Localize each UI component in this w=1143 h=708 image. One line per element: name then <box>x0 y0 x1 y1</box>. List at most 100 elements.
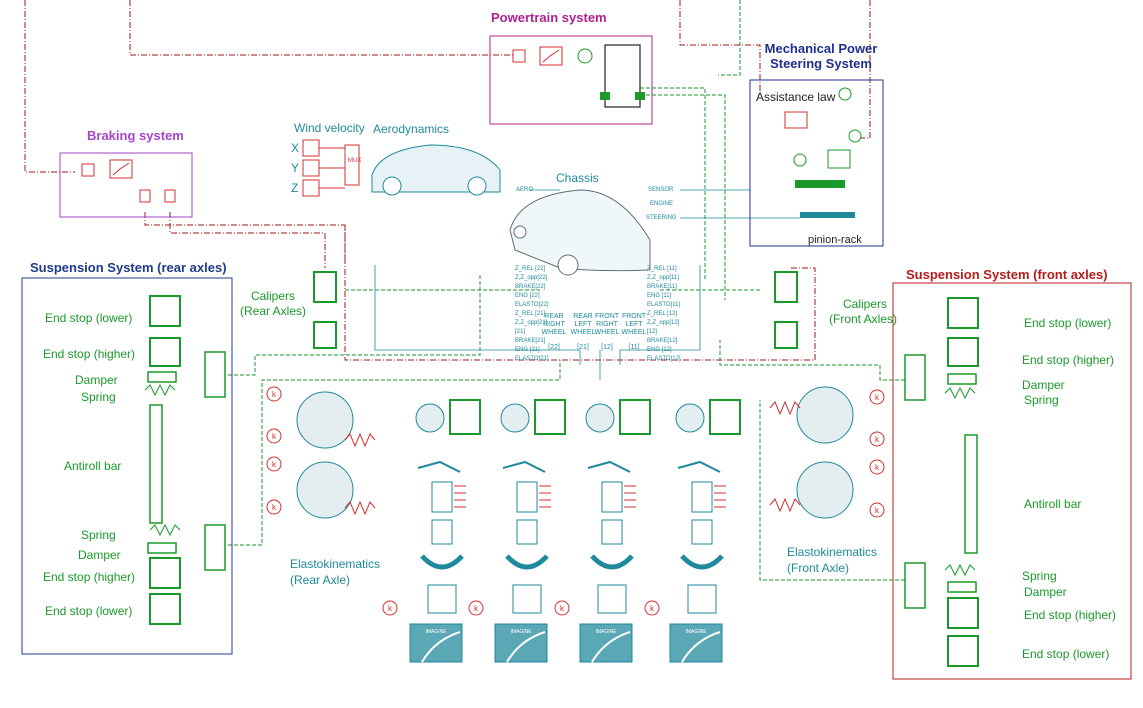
wheel-road-contact[interactable] <box>597 584 627 614</box>
elasto-rear-lower[interactable] <box>296 461 354 519</box>
k-gain-circle-4[interactable] <box>869 389 885 405</box>
wind-z-source[interactable] <box>302 179 320 197</box>
port-left-8[interactable]: BRAKE[21] <box>515 338 546 344</box>
port-left-10[interactable]: ELASTO[21] <box>515 356 549 362</box>
front-endstop-higher-bottom[interactable] <box>947 597 979 629</box>
wheel-column-2[interactable]: IMAGINE <box>579 399 651 663</box>
port-right-5[interactable]: Z_REL [12] <box>647 311 678 317</box>
caliper-rear-1[interactable] <box>313 271 337 303</box>
aero-car[interactable] <box>371 144 501 193</box>
front-damper-bottom[interactable] <box>947 581 977 593</box>
wheel-brake-disc[interactable] <box>449 399 481 435</box>
wind-mux[interactable] <box>344 144 360 186</box>
wheel-brake-disc[interactable] <box>534 399 566 435</box>
k-gain-circle-10[interactable] <box>554 600 570 616</box>
wheel-hub[interactable] <box>675 403 705 433</box>
port-left-7[interactable]: [21] <box>515 329 526 335</box>
port-right-4[interactable]: ELASTO[11] <box>647 302 681 308</box>
rear-endstop-higher-bottom[interactable] <box>149 557 181 589</box>
rear-spring-top[interactable] <box>144 383 176 397</box>
rear-connector-bottom[interactable] <box>204 524 226 571</box>
port-left-6[interactable]: Z,Z_opp[21] <box>515 320 548 326</box>
powertrain-gearbox[interactable] <box>604 44 641 108</box>
port-right-3[interactable]: ENG [11] <box>647 293 672 299</box>
chassis-car[interactable] <box>509 189 651 272</box>
front-connector-top[interactable] <box>904 354 926 401</box>
wheel-slip-block[interactable] <box>601 481 623 513</box>
wheel-hub[interactable] <box>500 403 530 433</box>
k-gain-circle-6[interactable] <box>869 459 885 475</box>
wheel-tire-block[interactable] <box>601 519 623 545</box>
braking-gain[interactable] <box>81 163 95 177</box>
front-endstop-lower-top[interactable] <box>947 297 979 329</box>
road-tile[interactable] <box>579 623 633 663</box>
port-right-2[interactable]: BRAKE[11] <box>647 284 677 290</box>
front-connector-bottom[interactable] <box>904 562 926 609</box>
k-gain-circle-2[interactable] <box>266 456 282 472</box>
road-tile[interactable] <box>669 623 723 663</box>
port-right-1[interactable]: Z,Z_opp[11] <box>647 275 679 281</box>
wheel-road-contact[interactable] <box>512 584 542 614</box>
steering-column[interactable] <box>795 180 845 188</box>
wheel-slip-block[interactable] <box>431 481 453 513</box>
port-right-0[interactable]: Z_REL [11] <box>647 266 677 272</box>
wheel-road-contact[interactable] <box>687 584 717 614</box>
k-gain-circle-3[interactable] <box>266 499 282 515</box>
rear-endstop-higher-top[interactable] <box>149 337 181 367</box>
port-left-0[interactable]: Z_REL [22] <box>515 266 546 272</box>
wheel-hub[interactable] <box>585 403 615 433</box>
elasto-front-lower[interactable] <box>796 461 854 519</box>
port-right-9[interactable]: ENG [12] <box>647 347 672 353</box>
braking-split-front[interactable] <box>164 189 176 203</box>
wind-y-source[interactable] <box>302 159 320 177</box>
k-gain-circle-1[interactable] <box>266 428 282 444</box>
powertrain-torque-source[interactable] <box>577 48 593 64</box>
caliper-front-2[interactable] <box>774 321 798 349</box>
caliper-rear-2[interactable] <box>313 321 337 349</box>
wheel-column-0[interactable]: IMAGINE <box>409 399 481 663</box>
rear-damper-bottom[interactable] <box>147 542 177 554</box>
port-left-1[interactable]: Z,Z_opp[22] <box>515 275 548 281</box>
front-endstop-higher-top[interactable] <box>947 337 979 367</box>
road-tile[interactable] <box>494 623 548 663</box>
road-tile[interactable] <box>409 623 463 663</box>
rear-endstop-lower-bottom[interactable] <box>149 593 181 625</box>
k-gain-circle-5[interactable] <box>869 431 885 447</box>
k-gain-circle-8[interactable] <box>382 600 398 616</box>
powertrain-gain[interactable] <box>512 49 526 63</box>
k-gain-circle-7[interactable] <box>869 502 885 518</box>
wheel-slip-block[interactable] <box>691 481 713 513</box>
steering-rack[interactable] <box>800 212 855 218</box>
k-gain-circle-11[interactable] <box>644 600 660 616</box>
front-damper-top[interactable] <box>947 373 977 385</box>
steering-assist-block[interactable] <box>784 111 808 129</box>
rear-damper-top[interactable] <box>147 371 177 383</box>
braking-split-rear[interactable] <box>139 189 151 203</box>
front-antiroll[interactable] <box>964 434 978 554</box>
elasto-front-upper[interactable] <box>796 386 854 444</box>
wheel-slip-block[interactable] <box>516 481 538 513</box>
port-left-3[interactable]: ENG [22] <box>515 293 540 299</box>
port-left-4[interactable]: ELASTO[22] <box>515 302 549 308</box>
port-right-10[interactable]: ELASTO[12] <box>647 356 681 362</box>
front-spring-top[interactable] <box>944 386 976 400</box>
front-spring-bottom[interactable] <box>944 563 976 577</box>
elasto-rear-upper[interactable] <box>296 391 354 449</box>
rear-endstop-lower-top[interactable] <box>149 295 181 327</box>
k-gain-circle-9[interactable] <box>468 600 484 616</box>
wheel-hub[interactable] <box>415 403 445 433</box>
rear-spring-bottom[interactable] <box>149 523 181 537</box>
wheel-tire-block[interactable] <box>516 519 538 545</box>
rear-antiroll[interactable] <box>149 404 163 524</box>
rear-connector-top[interactable] <box>204 351 226 398</box>
port-right-6[interactable]: Z,Z_opp[12] <box>647 320 680 326</box>
wheel-column-1[interactable]: IMAGINE <box>494 399 566 663</box>
wheel-tire-block[interactable] <box>691 519 713 545</box>
port-right-8[interactable]: BRAKE[12] <box>647 338 678 344</box>
port-left-5[interactable]: Z_REL [21] <box>515 311 546 317</box>
wheel-road-contact[interactable] <box>427 584 457 614</box>
port-left-9[interactable]: ENG [21] <box>515 347 540 353</box>
port-left-2[interactable]: BRAKE[22] <box>515 284 546 290</box>
steering-motor[interactable] <box>827 149 851 169</box>
caliper-front-1[interactable] <box>774 271 798 303</box>
